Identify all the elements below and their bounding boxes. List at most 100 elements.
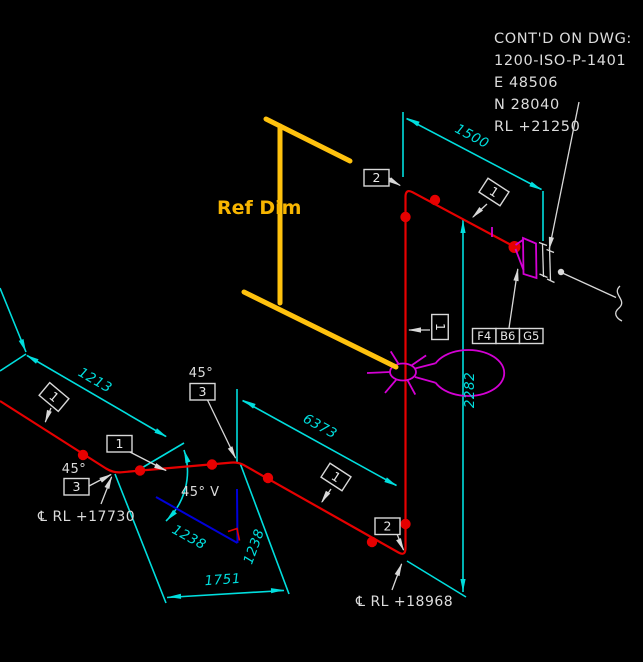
dim-line-6373 (242, 399, 397, 487)
arrowhead (154, 428, 167, 437)
balloon-label: 1 (116, 436, 124, 451)
balloon-label: 2 (384, 519, 392, 534)
weld-dot (134, 465, 146, 476)
pipe-break-squiggle (615, 285, 623, 322)
weld-dot (429, 194, 441, 206)
weld-dot (400, 518, 411, 530)
arrowhead (460, 220, 466, 233)
balloon-2-bottom: 2 (374, 517, 401, 536)
dim-line-1500 (406, 117, 542, 191)
ref-dim-label: Ref Dim (217, 197, 301, 219)
weld-tag-label: B6 (500, 329, 515, 343)
continuation-line (563, 272, 617, 299)
arrowhead (388, 177, 401, 186)
weld-tag-label: G5 (523, 329, 539, 343)
flange-tick (538, 241, 548, 247)
contd-note-line: E 48506 (494, 75, 558, 91)
dim-text-1751: 1751 (204, 571, 241, 589)
dimension-texts: 1500 1213 6373 2282 1238 1238 1751 (75, 121, 491, 589)
leader-lines (44, 101, 580, 591)
contd-note-line: CONT'D ON DWG: (494, 31, 632, 47)
mating-flange-bar (548, 246, 552, 282)
arrowhead (460, 579, 466, 592)
wheel-notch-line (414, 376, 436, 384)
arrowhead (529, 181, 542, 190)
continuation-point-dot (557, 268, 565, 276)
mating-flange-bar (541, 243, 545, 278)
dim-line-1213 (26, 354, 167, 438)
arrowhead (243, 400, 256, 409)
balloon-label: 1 (433, 323, 448, 331)
dim-text-1238v: 1238 (241, 527, 268, 567)
arrowhead (184, 450, 191, 464)
dim-text-1238: 1238 (169, 522, 209, 554)
angle-label-45v: 45° V (181, 485, 220, 500)
wheel-spoke (410, 354, 427, 367)
angle-label-45: 45° (189, 366, 214, 381)
weld-dot (400, 211, 411, 223)
balloon-1-riser: 1 (431, 313, 449, 341)
arrowhead (99, 474, 112, 483)
right-angle-marker (227, 527, 241, 541)
balloon-1-diagonal: 1 (320, 462, 352, 492)
item-balloons: 2 1 1 1 2 3 3 1 (38, 168, 544, 536)
wheel-notch-line (414, 362, 436, 370)
arrowhead (26, 355, 39, 364)
continuation-symbol (538, 241, 623, 322)
arrowhead (18, 339, 26, 352)
flange-neck-line (514, 238, 525, 246)
extension-line (139, 442, 185, 470)
annotation-texts: CONT'D ON DWG: 1200-ISO-P-1401 E 48506 N… (37, 31, 632, 610)
balloon-1-left2: 1 (106, 434, 133, 453)
arrowhead (270, 588, 284, 594)
wheel-spoke (389, 350, 400, 365)
arrowhead (396, 538, 404, 551)
construction-triangle (155, 488, 241, 544)
weld-dot (77, 449, 89, 461)
dim-line-1751 (166, 589, 285, 599)
arrowhead (166, 509, 177, 521)
dim-text-1500: 1500 (452, 121, 492, 152)
contd-note-line: RL +21250 (494, 119, 580, 135)
arrowhead (45, 409, 52, 423)
arrowhead (168, 593, 182, 599)
dimension-lines (0, 112, 544, 604)
arrowhead (104, 476, 112, 489)
arrowhead (227, 446, 236, 459)
balloon-label: 2 (373, 170, 381, 185)
balloon-1-left: 1 (38, 381, 70, 413)
arrowhead (154, 463, 167, 471)
extension-line (114, 473, 167, 604)
wheel-spoke (366, 371, 391, 374)
weld-tag-label: F4 (477, 329, 491, 343)
dim-text-1213: 1213 (75, 365, 114, 397)
dim-text-2282: 2282 (462, 372, 478, 408)
elevation-label-upper: ℄ RL +17730 (37, 509, 135, 525)
weld-dot (206, 459, 218, 470)
weld-dot (366, 536, 378, 548)
wheel-outer-ring (434, 349, 506, 397)
extension-line (239, 462, 290, 595)
weld-dot (262, 472, 274, 484)
arrowhead (321, 490, 331, 503)
flange-neck-line (514, 248, 525, 271)
markup-tick-bottom (241, 289, 399, 370)
wheel-spoke (384, 378, 398, 394)
arrowhead (384, 477, 397, 486)
arrowhead (394, 563, 402, 577)
extension-line (0, 353, 27, 372)
dim-text-6373: 6373 (300, 411, 340, 443)
arrowhead (408, 327, 421, 333)
balloon-2-top: 2 (363, 168, 390, 187)
extension-line (406, 560, 467, 598)
leader (548, 101, 580, 250)
contd-note-line: N 28040 (494, 97, 560, 113)
arrowhead (548, 236, 554, 250)
elevation-label-lower: ℄ RL +18968 (355, 594, 453, 610)
flange-tick (546, 278, 555, 284)
magenta-symbols (366, 227, 538, 397)
pipe-run (0, 190, 521, 555)
balloon-3-left: 3 (63, 477, 90, 496)
triangle-hypotenuse (155, 496, 238, 544)
